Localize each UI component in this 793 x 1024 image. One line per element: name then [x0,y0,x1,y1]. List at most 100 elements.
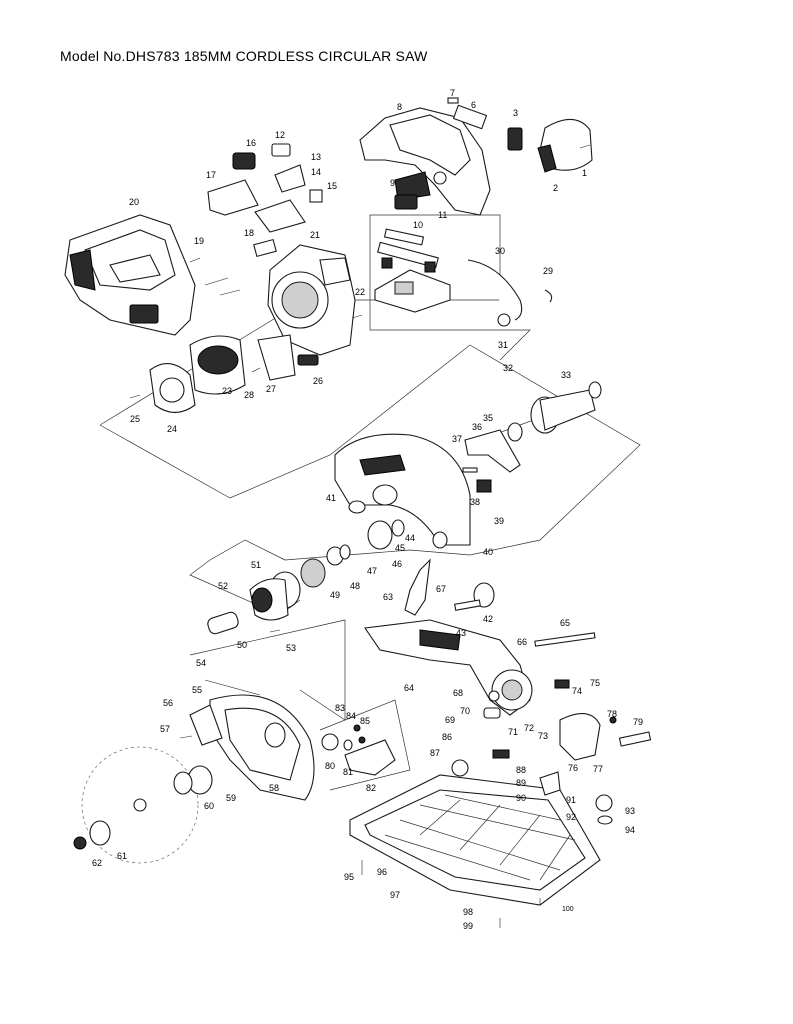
depth-guide-63 [404,558,495,616]
part-label-37: 37 [452,434,463,444]
part-label-48: 48 [350,581,361,591]
knob-parts [321,724,396,776]
part-label-15: 15 [327,181,338,191]
sensor-plate-27 [257,334,319,381]
part-label-46: 46 [392,559,403,569]
part-label-73: 73 [538,731,549,741]
part-label-83: 83 [335,703,346,713]
bracket-64 [364,619,596,716]
part-label-38: 38 [470,497,481,507]
part-label-87: 87 [430,748,441,758]
part-label-70: 70 [460,706,471,716]
part-label-93: 93 [625,806,636,816]
part-label-68: 68 [453,688,464,698]
part-label-54: 54 [196,658,207,668]
part-label-67: 67 [436,584,447,594]
part-label-13: 13 [311,152,322,162]
part-label-89: 89 [516,778,527,788]
part-label-74: 74 [572,686,583,696]
part-label-57: 57 [160,724,171,734]
part-label-76: 76 [568,763,579,773]
part-label-91: 91 [566,795,577,805]
part-label-49: 49 [330,590,341,600]
part-label-97: 97 [390,890,401,900]
part-label-50: 50 [237,640,248,650]
part-label-69: 69 [445,715,456,725]
page-title: Model No.DHS783 185MM CORDLESS CIRCULAR … [60,48,428,64]
base-plate-96 [349,749,613,906]
part-label-60: 60 [204,801,215,811]
bevel-guide-76 [483,679,652,761]
part-label-81: 81 [343,767,354,777]
part-label-17: 17 [206,170,217,180]
part-label-86: 86 [442,732,453,742]
part-label-79: 79 [633,717,644,727]
part-label-94: 94 [625,825,636,835]
blade-case-52 [207,571,301,635]
part-label-61: 61 [117,851,128,861]
end-cap-2 [537,118,593,173]
part-label-64: 64 [404,683,415,693]
part-label-99: 99 [463,921,474,931]
part-label-78: 78 [607,709,618,719]
spindle-parts [300,500,448,588]
part-label-55: 55 [192,685,203,695]
screws [129,144,591,928]
part-label-100: 100 [562,906,574,913]
part-label-9: 9 [390,178,396,188]
part-label-56: 56 [163,698,174,708]
motor-frame-21 [267,244,356,356]
part-label-35: 35 [483,413,494,423]
part-label-63: 63 [383,592,394,602]
part-label-1: 1 [582,168,588,178]
part-label-26: 26 [313,376,324,386]
part-label-43: 43 [456,628,467,638]
part-label-22: 22 [355,287,366,297]
part-label-90: 90 [516,793,527,803]
part-label-7: 7 [450,88,456,98]
part-label-42: 42 [483,614,494,624]
part-label-65: 65 [560,618,571,628]
lock-lever-37 [462,429,521,493]
part-label-80: 80 [325,761,336,771]
switch-parts [207,97,523,258]
motor-housing-20 [64,214,196,336]
part-label-44: 44 [405,533,416,543]
part-label-75: 75 [590,678,601,688]
part-label-10: 10 [413,220,424,230]
part-label-39: 39 [494,516,505,526]
part-label-45: 45 [395,543,406,553]
part-label-18: 18 [244,228,255,238]
part-label-32: 32 [503,363,514,373]
stator-23 [149,335,246,414]
part-label-59: 59 [226,793,237,803]
part-label-33: 33 [561,370,572,380]
part-label-98: 98 [463,907,474,917]
part-label-28: 28 [244,390,255,400]
rotor-32 [479,381,602,442]
part-label-27: 27 [266,384,277,394]
part-label-71: 71 [508,727,519,737]
part-label-8: 8 [397,102,403,112]
part-label-52: 52 [218,581,229,591]
safety-cover-55 [189,679,315,801]
part-label-14: 14 [311,167,322,177]
part-label-6: 6 [471,100,477,110]
part-label-72: 72 [524,723,535,733]
handle-housing-8 [359,107,491,216]
part-label-41: 41 [326,493,337,503]
part-label-92: 92 [566,812,577,822]
part-label-47: 47 [367,566,378,576]
part-label-62: 62 [92,858,103,868]
part-label-25: 25 [130,414,141,424]
gear-housing-40 [334,433,471,546]
part-label-66: 66 [517,637,528,647]
part-label-88: 88 [516,765,527,775]
part-label-20: 20 [129,197,140,207]
part-label-85: 85 [360,716,371,726]
controller-11 [374,228,451,313]
part-label-51: 51 [251,560,262,570]
part-label-40: 40 [483,547,494,557]
part-label-36: 36 [472,422,483,432]
